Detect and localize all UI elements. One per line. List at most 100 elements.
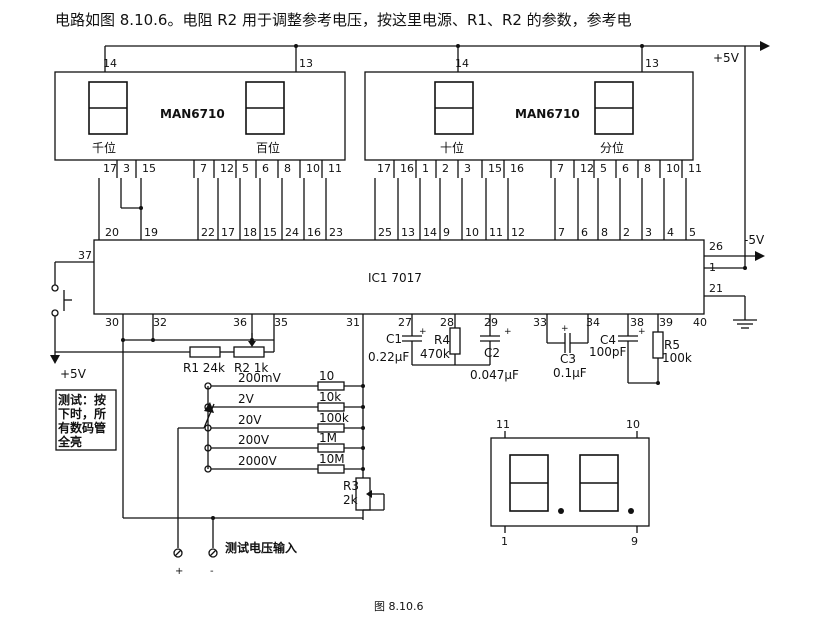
display-right-pin-8: 8 [644, 162, 651, 175]
svg-text:+: + [419, 327, 427, 337]
ic-pin-26: 26 [709, 240, 723, 253]
svg-text:+: + [561, 324, 569, 334]
pos-supply-left-label: +5V [60, 367, 87, 381]
display-bus-wires [98, 178, 687, 240]
ic-top-pin-3: 3 [645, 226, 652, 239]
r5-resistor [652, 314, 664, 385]
c2-label: C2 [484, 346, 500, 360]
display-left-pin-8: 8 [284, 162, 291, 175]
display-left-pin-11: 11 [328, 162, 342, 175]
r1-label: R1 24k [183, 361, 225, 375]
display-left-pin-10: 10 [306, 162, 320, 175]
display-left-part: MAN6710 [160, 107, 225, 121]
display-left-pin-5: 5 [242, 162, 249, 175]
r5-label: R5 [664, 338, 680, 352]
ic-top-pin-9: 9 [443, 226, 450, 239]
test-note-line-2: 下时，所 [58, 406, 106, 421]
inset-pin-11: 11 [496, 418, 510, 431]
range-junction [361, 467, 365, 471]
display-left-pin-13: 13 [299, 57, 313, 70]
display-right-digit-label-tens: 十位 [440, 140, 464, 155]
ic-top-pin-8: 8 [601, 226, 608, 239]
display-left-digit-thousands [88, 81, 128, 135]
ic-top-pin-4: 4 [667, 226, 674, 239]
ic-bottom-pin-39: 39 [659, 316, 673, 329]
display-left-pin-15: 15 [142, 162, 156, 175]
ic-top-pin-23: 23 [329, 226, 343, 239]
ic-top-pin-2: 2 [623, 226, 630, 239]
display-right-pin-2: 2 [442, 162, 449, 175]
ic-bottom-pin-36: 36 [233, 316, 247, 329]
range-label: 200mV [238, 371, 282, 385]
bus-junction [139, 206, 143, 210]
display-right-pin-17: 17 [377, 162, 391, 175]
c4-value: 100pF [589, 345, 627, 359]
display-right-pin-13: 13 [645, 57, 659, 70]
range-label: 20V [238, 413, 262, 427]
ic-top-pin-10: 10 [465, 226, 479, 239]
display-right-pin-12: 12 [580, 162, 594, 175]
ic-top-pin-19: 19 [144, 226, 158, 239]
ic-label: IC1 7017 [368, 271, 422, 285]
inset-pin-1: 1 [501, 535, 508, 548]
test-note-line-1: 测试：按 [58, 392, 106, 407]
range-junction [361, 384, 365, 388]
ic-pin-21: 21 [709, 282, 723, 295]
input-terminal-minus: - [210, 566, 214, 577]
ic-top-pin-20: 20 [105, 226, 119, 239]
ic-top-pin-6: 6 [581, 226, 588, 239]
reference-network [55, 314, 275, 518]
right-supply-connections [704, 46, 765, 329]
ic-bottom-pin-34: 34 [586, 316, 600, 329]
ic-bottom-pin-31: 31 [346, 316, 360, 329]
r5-value: 100k [662, 351, 692, 365]
c3-capacitor: + [546, 314, 589, 353]
pos-supply-rail [104, 41, 770, 72]
r3-value: 2k [343, 493, 358, 507]
display-right-digit-tenths [594, 81, 634, 135]
input-label: 测试电压输入 [225, 540, 297, 555]
c1-value: 0.22μF [368, 350, 409, 364]
ic-bottom-pin-40: 40 [693, 316, 707, 329]
ic-top-pin-17: 17 [221, 226, 235, 239]
ic-top-pin-24: 24 [285, 226, 299, 239]
ic-top-pin-13: 13 [401, 226, 415, 239]
ic-top-pin-22: 22 [201, 226, 215, 239]
inset-display-pinout [490, 431, 650, 533]
input-terminals[interactable] [173, 548, 218, 558]
display-left-pin-17: 17 [103, 162, 117, 175]
c1-label: C1 [386, 332, 402, 346]
range-junction [361, 405, 365, 409]
r2-label: R2 1k [234, 361, 268, 375]
c2-capacitor: + [480, 314, 512, 365]
c4-capacitor: + [618, 314, 658, 384]
range-resistor [317, 402, 345, 412]
c3-value: 0.1μF [553, 366, 587, 380]
c1-capacitor: + [402, 314, 490, 366]
display-left-pin-14: 14 [103, 57, 117, 70]
ic-bottom-pin-28: 28 [440, 316, 454, 329]
range-resistor-value: 10M [319, 452, 345, 466]
svg-text:+: + [638, 327, 646, 337]
range-resistor-value: 10k [319, 390, 341, 404]
ic-top-pin-25: 25 [378, 226, 392, 239]
ic-bottom-pin-33: 33 [533, 316, 547, 329]
display-right-digit-tens [434, 81, 474, 135]
test-button[interactable] [50, 261, 94, 364]
range-label: 200V [238, 433, 270, 447]
display-right-part: MAN6710 [515, 107, 580, 121]
